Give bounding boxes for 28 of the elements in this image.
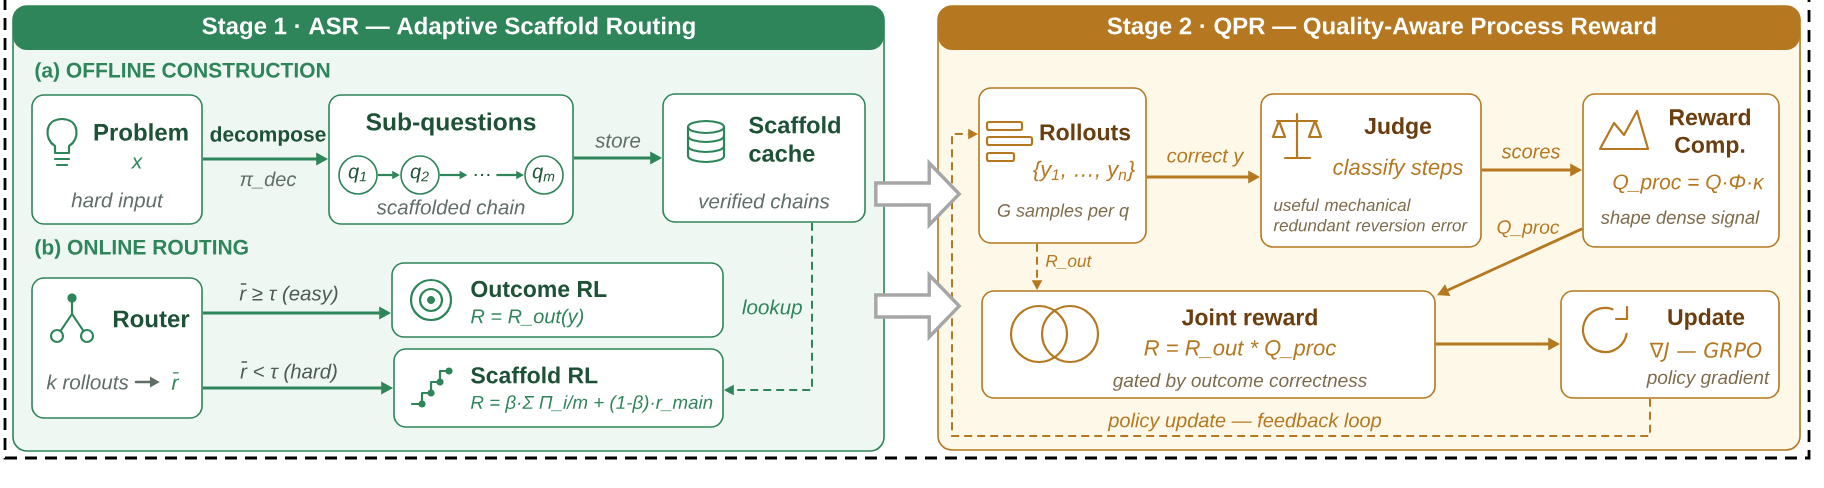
process-box: Update ∇J — GRPO policy gradient [1560,290,1780,399]
process-box: Outcome RL R = R_out(y) [391,262,724,338]
edge-label: decompose [210,126,326,146]
process-box: Scaffold cache verified chains [662,93,866,223]
edge-label: lookup [742,299,802,319]
dashed-arrow [951,128,1651,437]
block-arrow [874,270,962,342]
process-box: Scaffold RL R = β·Σ Π_i/m + (1-β)·r_main [393,348,724,428]
process-box: Reward Comp. Q_proc = Q·Φ·κ shape dense signal [1582,93,1780,248]
edge-label: correct y [1167,149,1245,167]
process-box: Rollouts {y$_{1}$, …, y$_{n}$} G samples per q [978,87,1147,244]
edge-label: Q_proc [1497,220,1560,238]
edge-label: store [595,134,641,148]
process-box: Router k rollouts r̄ [31,277,203,419]
formula-text: π_dec [240,171,297,189]
ellipsis: … [474,173,490,177]
edge-label: policy update — feedback loop [1107,412,1382,432]
panel-header: Stage 2 · QPR — Quality-Aware Process Reward [938,6,1800,50]
process-box: Joint reward R = R_out * Q_proc gated by outcome correctness [981,290,1436,399]
edge-label: r̄ < τ (hard) [240,361,337,383]
panel-header: Stage 1 · ASR — Adaptive Scaffold Routing [13,6,884,50]
block-arrow [874,158,962,230]
process-box: Problem x hard input [31,94,203,225]
edge-label: scores [1501,147,1561,159]
edge-label: R_out [1045,255,1092,269]
process-box: Judge classify steps useful mechanical redundant reversion error [1260,93,1482,248]
section-heading: (b) ONLINE ROUTING [35,239,248,259]
edge-label: r̄ ≥ τ (easy) [239,283,338,305]
